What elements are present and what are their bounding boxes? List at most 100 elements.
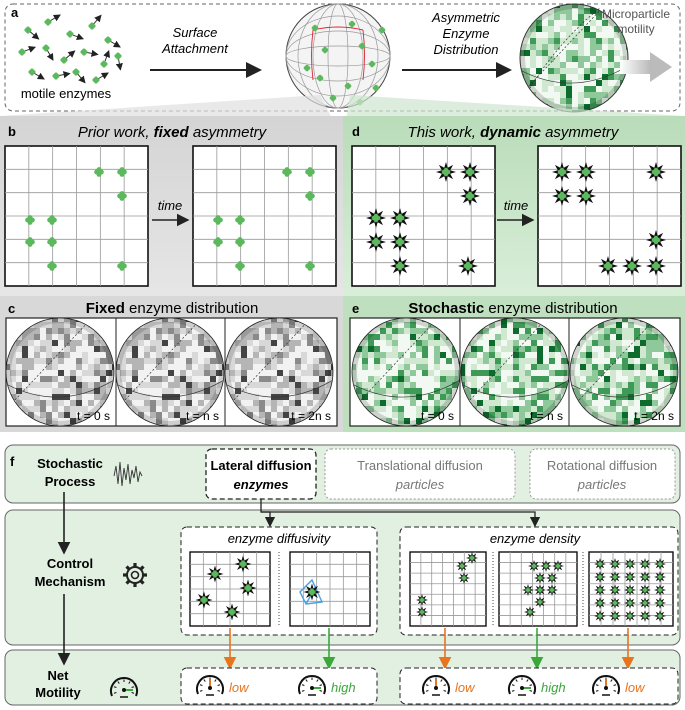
enzyme-icon xyxy=(597,613,603,619)
enzyme-icon xyxy=(642,561,648,567)
gauge-label-3: low xyxy=(455,680,476,695)
enzyme-icon xyxy=(537,599,543,605)
active-enzyme-icon xyxy=(456,560,468,572)
active-enzyme-icon xyxy=(654,597,666,609)
enzyme-icon xyxy=(612,613,618,619)
active-enzyme-icon xyxy=(436,162,456,182)
enzyme-icon xyxy=(612,600,618,606)
control-label-1: Control xyxy=(47,556,93,571)
enzyme-icon xyxy=(80,48,88,56)
panel-e-title: Stochastic enzyme distribution xyxy=(408,300,617,317)
speedometer-icon xyxy=(110,677,138,698)
enzyme-icon xyxy=(651,261,661,271)
lateral-line-1: Lateral diffusion xyxy=(210,458,311,473)
active-enzyme-icon xyxy=(366,232,386,252)
enzyme-icon xyxy=(371,237,381,247)
gauge-label-4: high xyxy=(541,680,566,695)
enzyme-icon xyxy=(200,596,208,604)
speedometer-icon xyxy=(298,675,326,696)
active-enzyme-icon xyxy=(594,558,606,570)
enzyme-icon xyxy=(603,261,613,271)
panel-f: f Stochastic Process Control Mechanism N… xyxy=(4,444,681,706)
enzyme-icon xyxy=(627,613,633,619)
active-enzyme-icon xyxy=(460,162,480,182)
enzyme-icon xyxy=(651,235,661,245)
enzyme-icon xyxy=(18,48,26,56)
panel-a: a motile enzymes Surface Attachment xyxy=(4,3,681,113)
box-translational-diffusion xyxy=(324,448,516,500)
active-enzyme-icon xyxy=(594,571,606,583)
enzyme-icon xyxy=(537,575,543,581)
enzyme-icon xyxy=(557,167,567,177)
enzyme-icon xyxy=(612,587,618,593)
grid-b-before xyxy=(4,145,149,287)
enzyme-icon xyxy=(348,20,356,28)
enzyme-icon xyxy=(117,167,127,177)
panel-d: d This work, dynamic asymmetry time xyxy=(343,116,685,296)
enzyme-icon xyxy=(117,191,127,201)
active-enzyme-icon xyxy=(390,208,410,228)
active-enzyme-icon xyxy=(646,162,666,182)
speedometer-icon xyxy=(196,675,224,696)
active-enzyme-icon xyxy=(206,565,224,583)
enzyme-icon xyxy=(72,68,80,76)
panel-c-time-0: t = 0 s xyxy=(77,409,110,423)
active-enzyme-icon xyxy=(552,560,564,572)
panel-e-time-1: t = n s xyxy=(530,409,563,423)
enzyme-icon xyxy=(42,44,50,52)
active-enzyme-icon xyxy=(534,596,546,608)
active-enzyme-icon xyxy=(458,572,470,584)
enzyme-icon xyxy=(25,237,35,247)
enzyme-icon xyxy=(244,584,252,592)
enzyme-icon xyxy=(316,74,324,82)
enzyme-icon xyxy=(368,60,376,68)
active-enzyme-icon xyxy=(654,571,666,583)
enzyme-icon xyxy=(88,22,96,30)
enzyme-icon xyxy=(395,213,405,223)
active-enzyme-icon xyxy=(303,583,321,601)
motility-row-label-1: Net xyxy=(48,668,70,683)
motile-enzymes-cluster xyxy=(18,14,123,84)
enzyme-icon xyxy=(657,600,663,606)
active-enzyme-icon xyxy=(223,603,241,621)
active-enzyme-icon xyxy=(390,256,410,276)
enzyme-icon xyxy=(597,574,603,580)
enzyme-icon xyxy=(642,600,648,606)
grid-density-low xyxy=(409,551,487,627)
lateral-line-2: enzymes xyxy=(234,477,289,492)
box-gauges-diffusivity xyxy=(180,667,378,705)
motility-label-2: motility xyxy=(617,22,654,36)
active-enzyme-icon xyxy=(195,591,213,609)
panel-c-letter: c xyxy=(8,301,15,316)
grid-density-mid xyxy=(498,551,578,627)
gauge-label-5: low xyxy=(625,680,646,695)
enzyme-icon xyxy=(25,215,35,225)
active-enzyme-icon xyxy=(552,186,572,206)
enzyme-icon xyxy=(47,237,57,247)
rotational-line-1: Rotational diffusion xyxy=(547,458,657,473)
enzyme-icon xyxy=(47,261,57,271)
enzyme-icon xyxy=(581,191,591,201)
enzyme-icon xyxy=(642,587,648,593)
enzyme-icon xyxy=(525,587,531,593)
asym-label-3: Distribution xyxy=(433,42,498,57)
noise-icon xyxy=(113,461,143,487)
enzyme-icon xyxy=(469,555,475,561)
enzyme-icon xyxy=(463,261,473,271)
grid-diffusivity-low xyxy=(189,551,271,627)
asym-label-1: Asymmetric xyxy=(431,10,500,25)
grid-d-after xyxy=(537,145,682,287)
enzyme-icon xyxy=(597,587,603,593)
active-enzyme-icon xyxy=(639,558,651,570)
enzyme-icon xyxy=(66,30,74,38)
enzyme-icon xyxy=(597,561,603,567)
panel-c-time-2: t = 2n s xyxy=(291,409,331,423)
enzyme-icon xyxy=(94,167,104,177)
panel-b-time: time xyxy=(158,198,183,213)
enzyme-icon xyxy=(308,588,316,596)
enzyme-icon xyxy=(627,587,633,593)
enzyme-icon xyxy=(441,167,451,177)
active-enzyme-icon xyxy=(594,597,606,609)
enzyme-icon xyxy=(100,60,108,68)
active-enzyme-icon xyxy=(624,558,636,570)
